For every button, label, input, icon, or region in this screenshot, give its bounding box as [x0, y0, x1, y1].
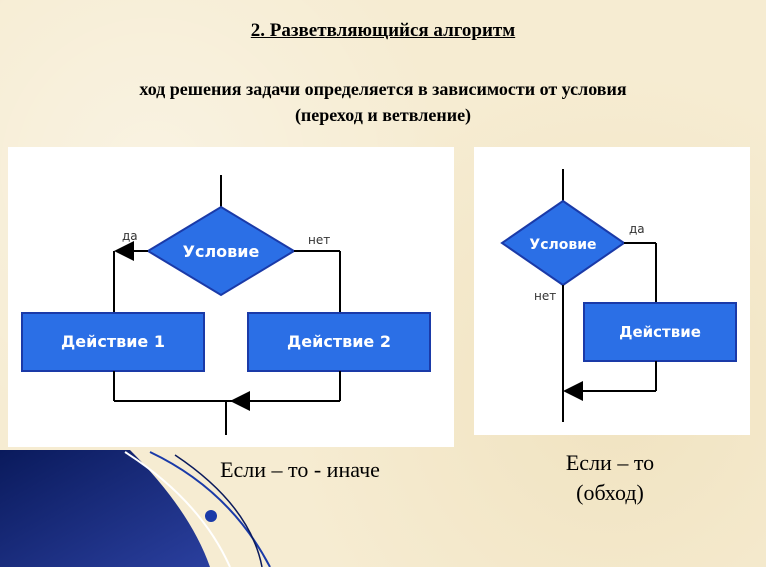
no-label: нет	[534, 289, 556, 303]
flowchart-if-then: Условие да нет Действие	[474, 147, 750, 435]
action-block	[583, 302, 737, 362]
no-label: нет	[308, 233, 330, 247]
action-2-block	[247, 312, 431, 372]
action-2-label: Действие 2	[287, 332, 391, 351]
condition-diamond	[146, 205, 296, 297]
caption-if-else: Если – то - иначе	[220, 457, 380, 482]
caption-if-then-line-1: Если – то	[565, 450, 655, 475]
page-title: 2. Разветвляющийся алгоритм	[250, 20, 516, 41]
action-1-block	[21, 312, 205, 372]
description: ход решения задачи определяется в зависи…	[0, 76, 766, 128]
yes-label: да	[629, 222, 645, 236]
caption-if-then: Если – то (обход)	[500, 448, 720, 508]
caption-if-then-line-2: (обход)	[576, 480, 644, 505]
description-line-2: (переход и ветвление)	[294, 105, 472, 125]
flowchart-if-else: Условие да нет Действие 1 Действие 2	[8, 147, 454, 447]
action-label: Действие	[619, 323, 701, 341]
action-1-label: Действие 1	[61, 332, 165, 351]
yes-label: да	[122, 229, 138, 243]
condition-label: Условие	[183, 242, 260, 261]
description-line-1: ход решения задачи определяется в зависи…	[139, 79, 627, 99]
condition-label: Условие	[529, 237, 596, 253]
